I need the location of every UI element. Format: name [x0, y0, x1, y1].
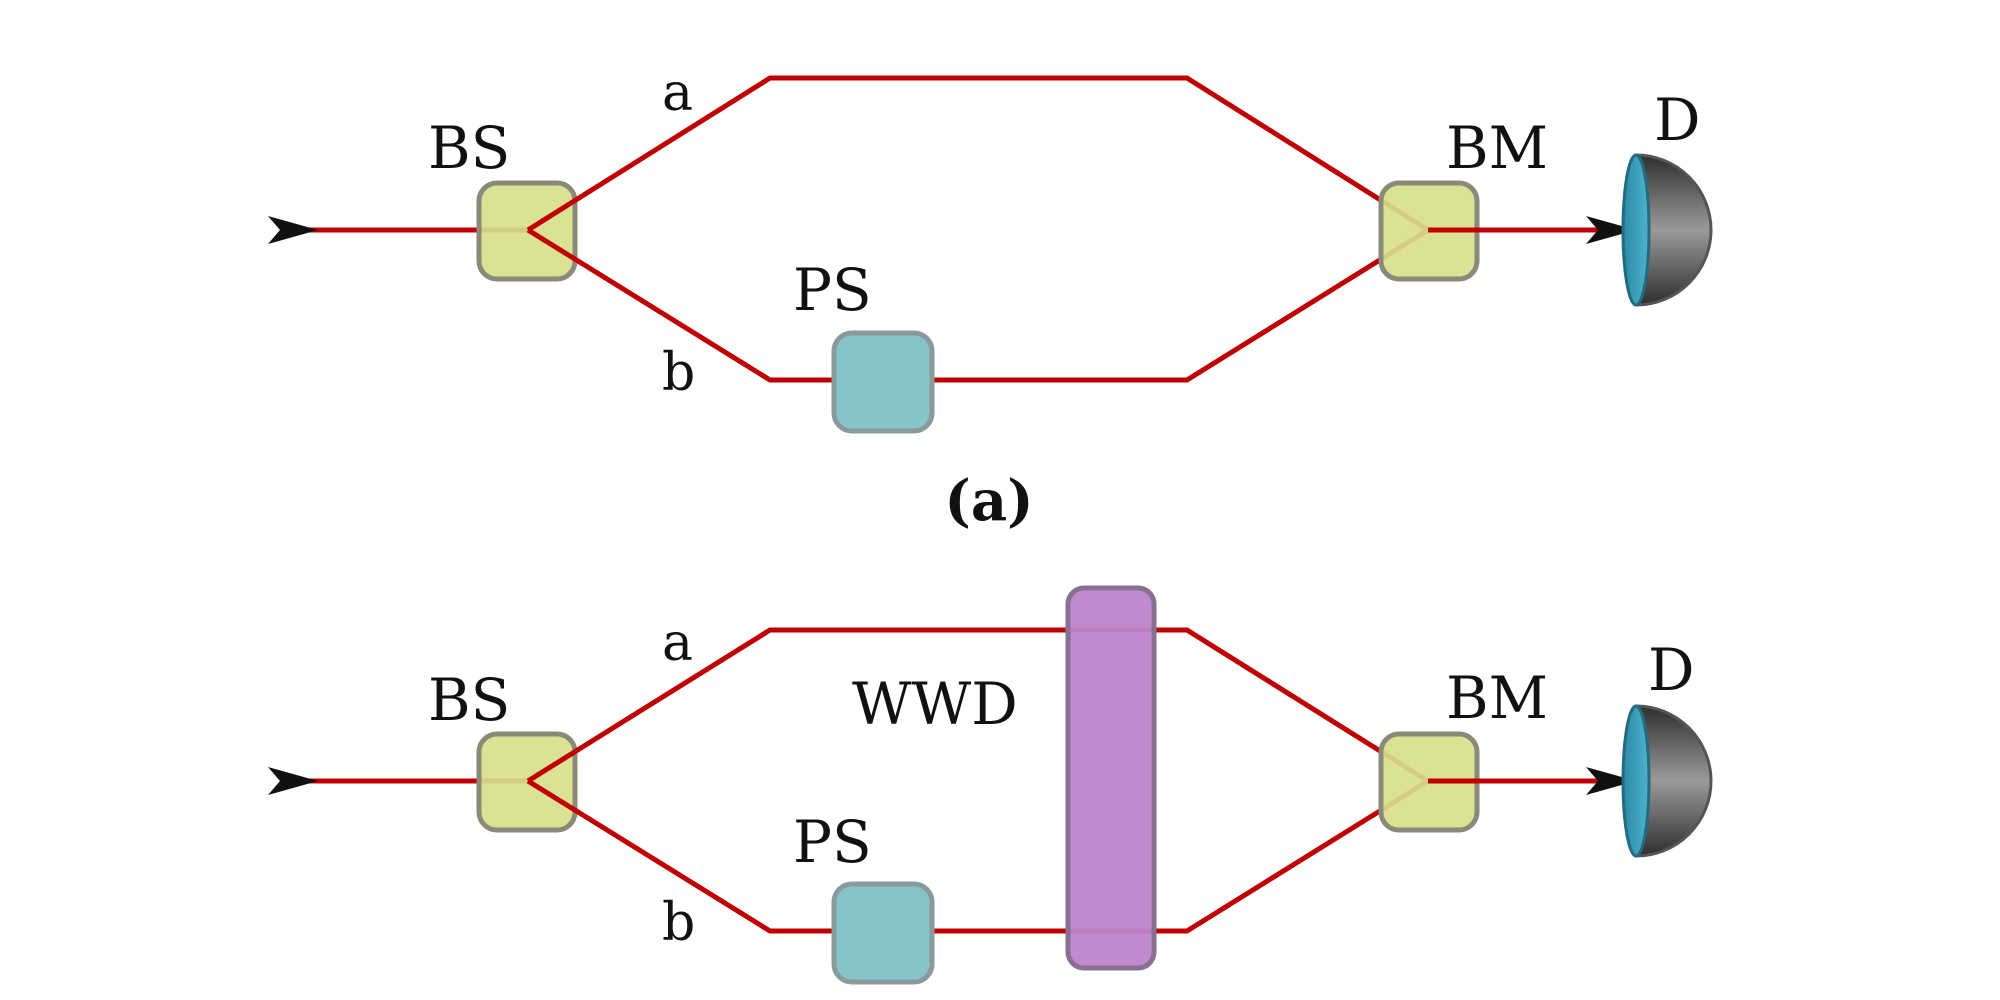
caption-a: (a): [944, 468, 1033, 534]
label-d: D: [1654, 86, 1701, 154]
label-ps: PS: [793, 808, 872, 876]
input-arrow-icon: [268, 767, 318, 795]
beam-splitter-box: [476, 731, 578, 833]
which-way-detector-bar: [1065, 585, 1157, 971]
output-arrow-icon: [1586, 216, 1636, 244]
arm-b-beam: [526, 227, 1430, 383]
input-arrow-icon: [268, 216, 318, 244]
beam-splitter-box: [476, 180, 578, 282]
arm-a-beam: [526, 627, 1430, 784]
label-arm-b: b: [662, 343, 695, 403]
label-arm-b: b: [662, 893, 695, 953]
detector-icon: [1621, 704, 1713, 858]
output-arrow-icon: [1586, 767, 1636, 795]
label-arm-a: a: [662, 613, 693, 673]
arm-b-beam: [526, 778, 1430, 934]
arm-a-beam: [526, 75, 1430, 233]
phase-shifter-box: [831, 330, 935, 434]
label-wwd: WWD: [852, 670, 1018, 738]
detector-icon: [1621, 153, 1713, 307]
label-bm: BM: [1446, 664, 1548, 732]
panel-b: BS a b WWD PS BM D: [268, 585, 1713, 985]
label-bs: BS: [428, 666, 510, 734]
phase-shifter-box: [831, 881, 935, 985]
label-bs: BS: [428, 114, 510, 182]
label-bm: BM: [1446, 114, 1548, 182]
label-arm-a: a: [662, 63, 693, 123]
label-d: D: [1648, 636, 1695, 704]
label-ps: PS: [793, 256, 872, 324]
panel-a: BS a b PS BM D (a): [268, 63, 1713, 534]
